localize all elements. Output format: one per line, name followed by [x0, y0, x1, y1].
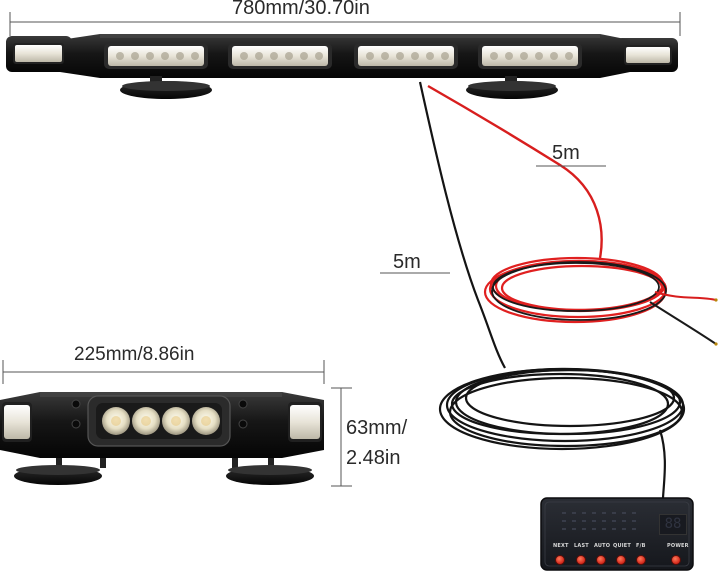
magnetic-feet — [120, 76, 558, 99]
controller-cable-length-label: 5m — [393, 251, 421, 273]
controller-label-last: LAST — [574, 543, 589, 549]
controller-label-auto: AUTO — [594, 543, 611, 549]
controller-label-quiet: QUIET — [613, 543, 631, 549]
controller-box — [540, 497, 694, 571]
led-chips — [102, 407, 220, 435]
module-length-dimension — [2, 360, 325, 384]
led-modules — [104, 43, 582, 69]
power-cable — [427, 84, 718, 346]
controller-button-fb[interactable] — [636, 555, 646, 565]
controller-label-fb: F/B — [636, 543, 646, 549]
controller-button-next[interactable] — [555, 555, 565, 565]
module-length-label: 225mm/8.86in — [74, 344, 195, 365]
light-module-closeup — [0, 392, 324, 485]
bar-length-dimension — [9, 12, 681, 36]
controller-label-next: NEXT — [553, 543, 569, 549]
controller-cable — [418, 81, 686, 499]
controller-button-last[interactable] — [576, 555, 586, 565]
power-cable-length-label: 5m — [552, 142, 580, 164]
light-bar — [6, 34, 678, 99]
module-height-dimension — [331, 387, 352, 487]
module-height-label-line1: 63mm/ — [346, 417, 408, 439]
controller-button-power[interactable] — [671, 555, 681, 565]
bar-length-label: 780mm/30.70in — [232, 0, 370, 19]
controller-button-auto[interactable] — [596, 555, 606, 565]
controller-label-power: POWER — [667, 543, 689, 549]
controller-display: 88 — [659, 514, 687, 535]
module-height-label-line2: 2.48in — [346, 447, 401, 469]
controller-button-quiet[interactable] — [616, 555, 626, 565]
